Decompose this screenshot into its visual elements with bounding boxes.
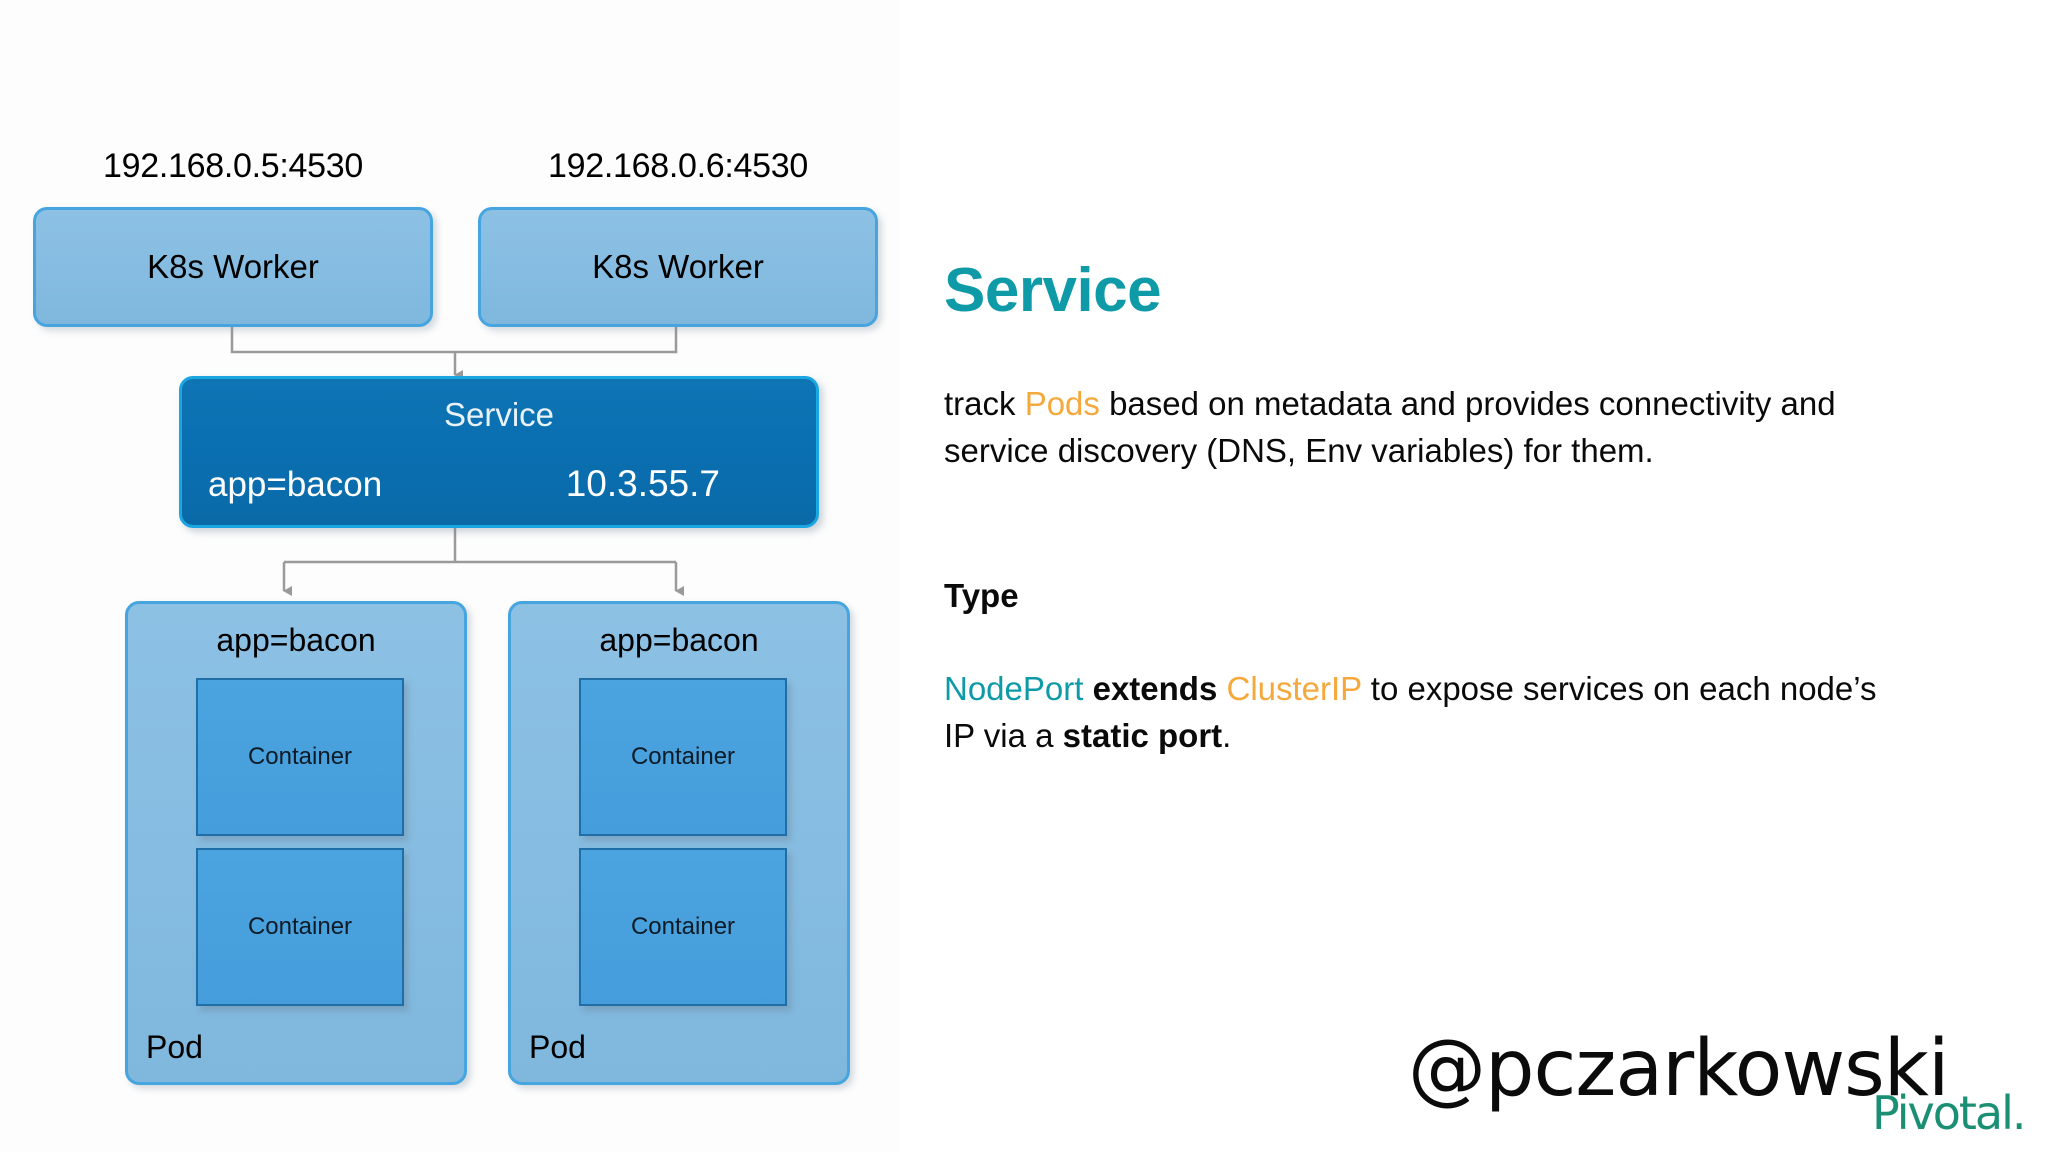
desc-term-extends: extends (1092, 670, 1218, 707)
service-node-details: app=bacon 10.3.55.7 (208, 463, 790, 505)
author-handle-watermark: @pczarkowski (1408, 1024, 1950, 1114)
service-selector-label: app=bacon (208, 465, 383, 504)
service-node-title: Service (443, 396, 555, 433)
page-title: Service (944, 256, 1162, 325)
container-label-1-2: Container (247, 913, 353, 940)
container-node-2-1[interactable]: Container (579, 678, 787, 836)
service-node[interactable]: Service app=bacon 10.3.55.7 (179, 376, 819, 528)
service-description-paragraph: track Pods based on metadata and provide… (944, 380, 1864, 474)
desc-term-static-port: static port (1062, 717, 1223, 754)
container-node-1-2[interactable]: Container (196, 848, 404, 1006)
type-subheading: Type (944, 577, 1019, 614)
container-node-2-2[interactable]: Container (579, 848, 787, 1006)
pod-name-1: Pod (146, 1029, 203, 1065)
pod-label-tag-2: app=bacon (599, 622, 759, 658)
worker-ip-label-1: 192.168.0.5:4530 (103, 147, 363, 185)
desc-term-nodeport: NodePort (944, 670, 1084, 707)
pod-node-2[interactable]: app=bacon Container Container Pod (508, 601, 850, 1085)
desc-term-clusterip: ClusterIP (1226, 670, 1362, 707)
explanation-panel: Service track Pods based on metadata and… (944, 0, 2004, 1152)
container-label-1-1: Container (247, 743, 353, 770)
pod-name-2: Pod (529, 1029, 586, 1065)
nodeport-description-paragraph: NodePort extends ClusterIP to expose ser… (944, 665, 1879, 759)
container-label-2-1: Container (630, 743, 736, 770)
container-node-1-1[interactable]: Container (196, 678, 404, 836)
service-cluster-ip-label: 10.3.55.7 (565, 463, 720, 504)
desc-term-pods: Pods (1024, 385, 1100, 422)
k8s-worker-node-2[interactable]: K8s Worker (478, 207, 878, 327)
k8s-worker-label-2: K8s Worker (592, 248, 764, 285)
kubernetes-service-diagram: 192.168.0.5:4530 192.168.0.6:4530 K8s Wo… (0, 0, 900, 1152)
k8s-worker-label-1: K8s Worker (147, 248, 319, 285)
pivotal-logo: Pivotal. (1872, 1086, 2027, 1140)
desc-space-1 (1083, 670, 1092, 707)
desc-segment-1: track (944, 385, 1025, 422)
desc-segment-end: . (1222, 717, 1232, 754)
pod-label-tag-1: app=bacon (216, 622, 376, 658)
k8s-worker-node-1[interactable]: K8s Worker (33, 207, 433, 327)
worker-ip-label-2: 192.168.0.6:4530 (548, 147, 808, 185)
container-label-2-2: Container (630, 913, 736, 940)
desc-segment-mid: to expose services on each node’s IP via… (944, 670, 1877, 754)
desc-segment-2: based on metadata and provides connectiv… (944, 385, 1836, 469)
pod-node-1[interactable]: app=bacon Container Container Pod (125, 601, 467, 1085)
